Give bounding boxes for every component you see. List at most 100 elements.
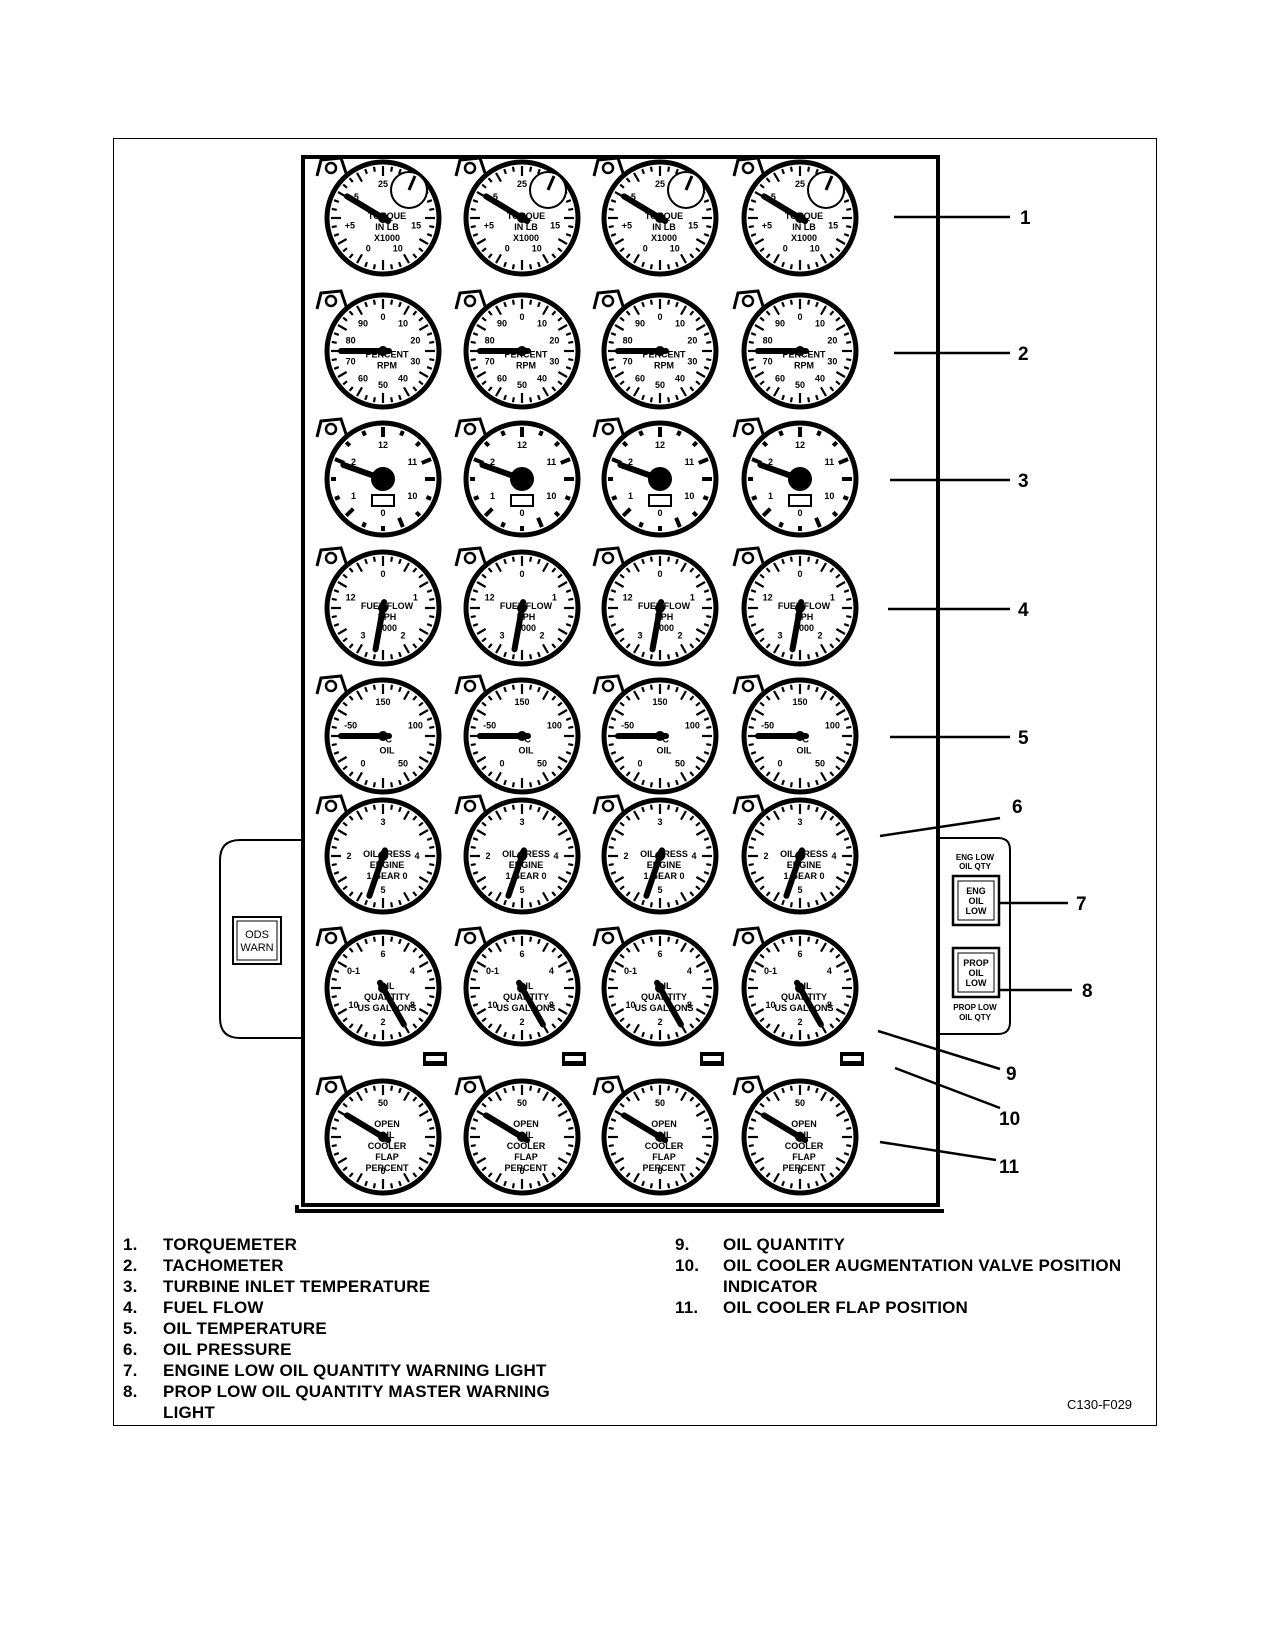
tick-mark bbox=[331, 1126, 337, 1130]
tick-mark bbox=[542, 643, 549, 654]
tick-mark bbox=[551, 567, 557, 573]
scale-number: 0 bbox=[380, 508, 385, 518]
tick-mark bbox=[476, 1008, 487, 1015]
scale-number: 10 bbox=[824, 491, 834, 501]
tick-mark bbox=[418, 316, 424, 322]
tick-mark bbox=[418, 1166, 424, 1172]
scale-number: 1 bbox=[768, 491, 773, 501]
tick-mark bbox=[754, 961, 765, 968]
mounting-tab bbox=[315, 417, 349, 438]
tick-mark bbox=[542, 1091, 549, 1102]
scale-number: 4 bbox=[410, 966, 415, 976]
mounting-screw bbox=[741, 161, 755, 175]
tick-mark bbox=[835, 581, 846, 588]
scale-number: 8 bbox=[827, 1000, 832, 1010]
scale-number: 6 bbox=[797, 949, 802, 959]
tick-mark bbox=[537, 806, 541, 813]
tick-mark bbox=[503, 1180, 507, 1187]
needle-hub bbox=[655, 213, 665, 223]
tick-mark bbox=[843, 1118, 850, 1122]
tick-mark bbox=[835, 1017, 841, 1023]
tick-mark bbox=[348, 1023, 354, 1029]
tick-mark bbox=[529, 397, 533, 403]
tick-mark bbox=[542, 562, 549, 573]
gauge-label: OPEN bbox=[651, 1119, 677, 1129]
tick-mark bbox=[625, 815, 631, 821]
eng-oil-low-light[interactable]: ENG OIL LOW bbox=[951, 874, 1001, 927]
scale-number: 50 bbox=[675, 759, 685, 769]
tick-mark bbox=[608, 863, 614, 867]
tick-mark bbox=[426, 233, 433, 237]
tick-mark bbox=[529, 299, 533, 305]
tick-mark bbox=[843, 969, 850, 973]
scale-number: -50 bbox=[621, 720, 634, 730]
tick-mark bbox=[835, 573, 841, 579]
tick-mark bbox=[470, 725, 476, 729]
tick-mark bbox=[529, 1034, 533, 1040]
tick-mark bbox=[689, 771, 695, 777]
tick-mark bbox=[835, 765, 841, 771]
tick-mark bbox=[412, 1023, 418, 1029]
tick-mark bbox=[695, 1008, 706, 1015]
scale-number: 20 bbox=[827, 335, 837, 345]
gauge-label: PERCENT bbox=[504, 1163, 548, 1173]
mounting-tab bbox=[315, 926, 349, 947]
tick-mark bbox=[750, 1152, 757, 1156]
tick-mark bbox=[619, 1102, 625, 1108]
prop-oil-low-light[interactable]: PROP OIL LOW bbox=[951, 946, 1001, 999]
tick-mark bbox=[843, 1003, 850, 1007]
tick-mark bbox=[815, 1087, 819, 1094]
scale-number: 0 bbox=[361, 759, 366, 769]
tick-mark bbox=[495, 891, 502, 902]
tick-mark bbox=[773, 810, 780, 821]
needle-hub bbox=[655, 731, 665, 741]
tick-mark bbox=[706, 845, 712, 849]
scale-number: 10 bbox=[398, 318, 408, 328]
gauge-label: °C bbox=[659, 735, 670, 745]
mounting-screw bbox=[324, 294, 338, 308]
scale-number: 0 bbox=[519, 1166, 524, 1176]
mounting-screw bbox=[324, 551, 338, 565]
scale-number: 0 bbox=[505, 244, 510, 254]
scale-number: 0 bbox=[797, 1166, 802, 1176]
tick-mark bbox=[820, 305, 827, 316]
tick-mark bbox=[835, 238, 846, 245]
scale-number: 2 bbox=[346, 851, 351, 861]
tick-mark bbox=[754, 371, 765, 378]
ods-warn-button[interactable]: ODS WARN bbox=[232, 916, 282, 965]
tick-mark bbox=[331, 358, 337, 362]
tick-mark bbox=[703, 837, 710, 841]
tick-mark bbox=[633, 643, 640, 654]
scale-number: 80 bbox=[763, 335, 773, 345]
tick-mark bbox=[472, 199, 479, 203]
tick-mark bbox=[426, 871, 433, 875]
tick-mark bbox=[641, 686, 645, 693]
tick-mark bbox=[641, 394, 645, 401]
tick-mark bbox=[829, 1096, 835, 1102]
tick-mark bbox=[537, 301, 541, 308]
tick-mark bbox=[418, 709, 429, 716]
tick-mark bbox=[703, 871, 710, 875]
mounting-screw bbox=[463, 294, 477, 308]
tick-mark bbox=[633, 1172, 640, 1183]
callouts: 1 2 3 4 5 6 7 8 9 10 11 bbox=[877, 208, 1093, 1178]
gauge-label: IN LB bbox=[375, 222, 399, 232]
tick-mark bbox=[481, 316, 487, 322]
tick-mark bbox=[412, 253, 418, 259]
tick-mark bbox=[372, 936, 376, 942]
legend-item: 7.ENGINE LOW OIL QUANTITY WARNING LIGHT bbox=[123, 1360, 593, 1381]
gauge-label: OPEN bbox=[513, 1119, 539, 1129]
indicator-window bbox=[426, 1056, 444, 1061]
tick-mark bbox=[390, 166, 394, 172]
tick-mark bbox=[689, 695, 695, 701]
tick-mark bbox=[472, 623, 479, 627]
tick-mark bbox=[789, 782, 793, 788]
tick-mark bbox=[412, 1172, 418, 1178]
tick-mark bbox=[765, 567, 771, 573]
tick-mark bbox=[759, 380, 765, 386]
scale-number: 100 bbox=[547, 720, 562, 730]
tick-mark bbox=[750, 1003, 757, 1007]
